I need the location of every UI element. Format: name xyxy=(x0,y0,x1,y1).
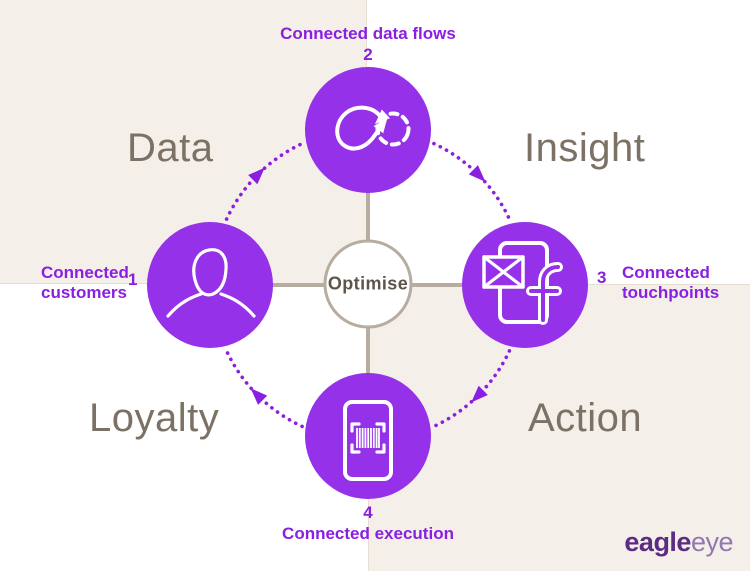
barcode-scan-icon xyxy=(343,400,393,481)
envelope-icon xyxy=(482,255,525,289)
arrowhead-down-right-icon xyxy=(468,165,486,182)
phone-social-icon xyxy=(482,241,563,325)
arc-execution-to-customers xyxy=(224,349,304,429)
node-number-2: 2 xyxy=(363,45,373,64)
arc-data-flows-to-touchpoints xyxy=(432,141,512,221)
node-number-4: 4 xyxy=(363,503,373,522)
node-circle-data-flows xyxy=(305,67,431,193)
quadrant-label-data: Data xyxy=(127,126,214,170)
arrowhead-up-right-icon xyxy=(248,167,265,185)
quadrant-label-insight: Insight xyxy=(524,126,646,170)
eagleeye-logo: eagleeye xyxy=(624,527,733,558)
facebook-f-icon xyxy=(526,262,563,325)
logo-text-eagle: eagle xyxy=(624,527,691,557)
optimise-circle xyxy=(323,239,413,329)
node-circle-touchpoints xyxy=(462,222,588,348)
cycle-arrows xyxy=(224,141,512,429)
logo-text-eye: eye xyxy=(690,527,734,557)
scan-brackets-icon xyxy=(350,422,386,454)
node-label-customers: Connected customers xyxy=(41,263,129,302)
arc-touchpoints-to-execution xyxy=(432,349,512,429)
node-label-data-flows: Connected data flows xyxy=(280,24,456,43)
node-number-3: 3 xyxy=(597,268,607,287)
phone-outline-icon xyxy=(343,400,393,481)
arc-customers-to-data-flows xyxy=(224,141,304,221)
arrowhead-up-left-icon xyxy=(250,388,268,405)
quadrant-label-loyalty: Loyalty xyxy=(89,396,220,440)
arrowhead-down-left-icon xyxy=(471,385,488,403)
person-icon xyxy=(166,248,256,318)
node-circle-customers xyxy=(147,222,273,348)
node-number-1: 1 xyxy=(128,270,138,289)
node-label-touchpoints: Connected touchpoints xyxy=(622,263,720,302)
barcode-lines-icon xyxy=(356,428,380,448)
optimise-label: Optimise xyxy=(327,273,409,294)
node-label-execution: Connected execution xyxy=(282,524,454,543)
quadrant-label-action: Action xyxy=(528,396,643,440)
infinity-loop-icon xyxy=(335,105,411,151)
